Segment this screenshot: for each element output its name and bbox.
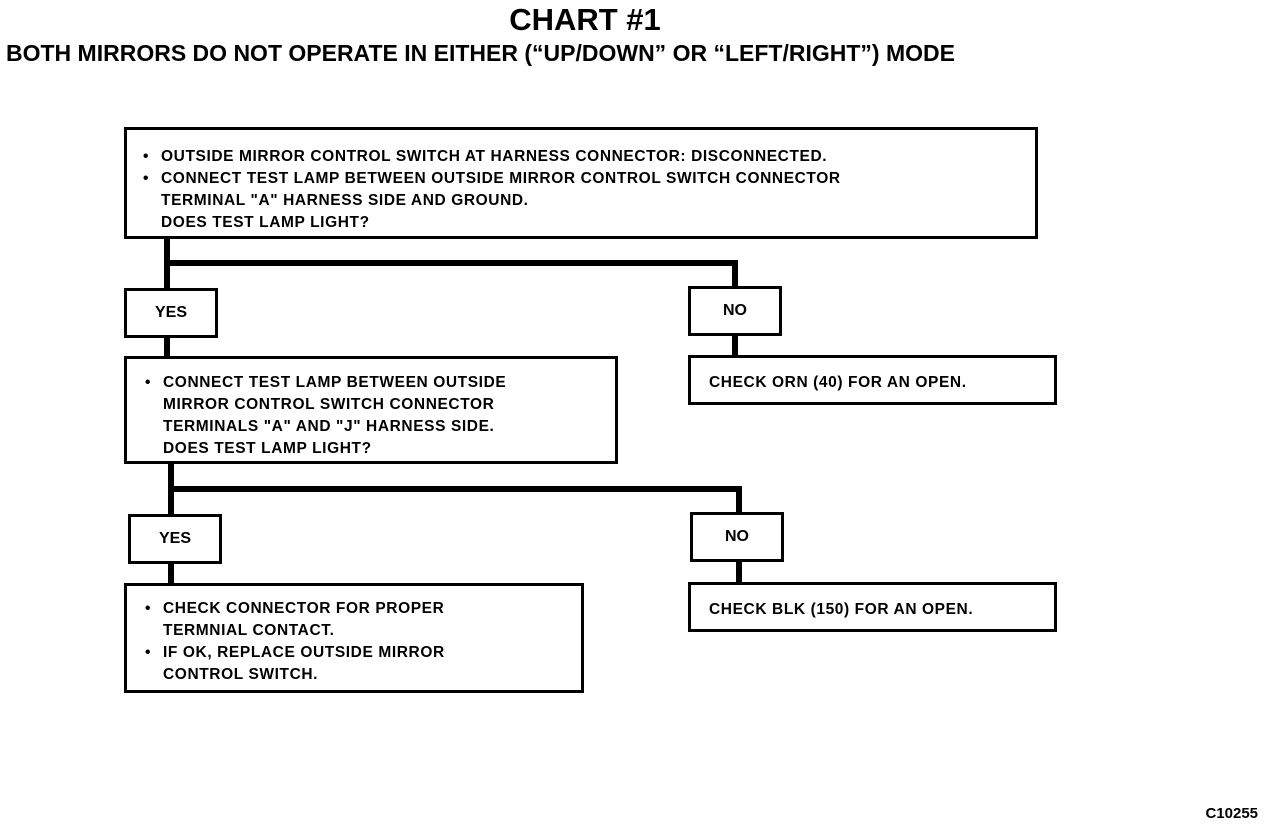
step2-yes-result-line-3: •IF OK, REPLACE OUTSIDE MIRROR: [145, 642, 581, 664]
bullet-icon: •: [145, 374, 152, 391]
step2-line-4: DOES TEST LAMP LIGHT?: [163, 440, 372, 457]
step2-yes-result-line-2: TERMNIAL CONTACT.: [163, 622, 335, 639]
step1-line-3: TERMINAL "A" HARNESS SIDE AND GROUND.: [161, 192, 529, 209]
step1-yes-label: YES: [124, 288, 218, 338]
step2-yes-result-line-4: CONTROL SWITCH.: [163, 666, 319, 683]
step2-yes-result-box: •CHECK CONNECTOR FOR PROPER TERMNIAL CON…: [124, 583, 584, 693]
step1-no-result-text: CHECK ORN (40) FOR AN OPEN.: [709, 374, 967, 391]
connector-step1-no-down: [732, 336, 738, 356]
connector-step2-no-down: [736, 562, 742, 582]
connector-step1-no: [732, 260, 738, 288]
bullet-icon: •: [143, 170, 150, 187]
connector-step1-yes-down: [164, 338, 170, 358]
step1-line-2: •CONNECT TEST LAMP BETWEEN OUTSIDE MIRRO…: [143, 168, 1035, 190]
connector-step2-no: [736, 486, 742, 512]
step1-lines: •OUTSIDE MIRROR CONTROL SWITCH AT HARNES…: [143, 146, 1035, 234]
step2-line-2: MIRROR CONTROL SWITCH CONNECTOR: [163, 396, 495, 413]
connector-step1-branch: [164, 260, 738, 266]
figure-code: C10255: [1205, 805, 1258, 822]
step2-yes-result-line-1: •CHECK CONNECTOR FOR PROPER: [145, 598, 581, 620]
chart-subtitle: BOTH MIRRORS DO NOT OPERATE IN EITHER (“…: [6, 40, 955, 66]
step2-no-result-text: CHECK BLK (150) FOR AN OPEN.: [709, 601, 974, 618]
step1-no-label: NO: [688, 286, 782, 336]
bullet-icon: •: [145, 644, 152, 661]
step2-yes-result-lines: •CHECK CONNECTOR FOR PROPER TERMNIAL CON…: [145, 598, 581, 686]
step1-line-1: •OUTSIDE MIRROR CONTROL SWITCH AT HARNES…: [143, 146, 1035, 168]
step2-lines: •CONNECT TEST LAMP BETWEEN OUTSIDE MIRRO…: [145, 372, 615, 460]
step1-no-result-box: CHECK ORN (40) FOR AN OPEN.: [688, 355, 1057, 405]
step2-yes-label: YES: [128, 514, 222, 564]
bullet-icon: •: [143, 148, 150, 165]
step2-no-result-box: CHECK BLK (150) FOR AN OPEN.: [688, 582, 1057, 632]
bullet-icon: •: [145, 600, 152, 617]
connector-step2-yes-down: [168, 564, 174, 584]
chart-title: CHART #1: [509, 2, 661, 37]
step1-line-4: DOES TEST LAMP LIGHT?: [161, 214, 370, 231]
step2-line-3: TERMINALS "A" AND "J" HARNESS SIDE.: [163, 418, 495, 435]
step2-line-1: •CONNECT TEST LAMP BETWEEN OUTSIDE: [145, 372, 615, 394]
connector-step2-branch: [168, 486, 742, 492]
step2-no-label: NO: [690, 512, 784, 562]
step2-box: •CONNECT TEST LAMP BETWEEN OUTSIDE MIRRO…: [124, 356, 618, 464]
step1-box: •OUTSIDE MIRROR CONTROL SWITCH AT HARNES…: [124, 127, 1038, 239]
